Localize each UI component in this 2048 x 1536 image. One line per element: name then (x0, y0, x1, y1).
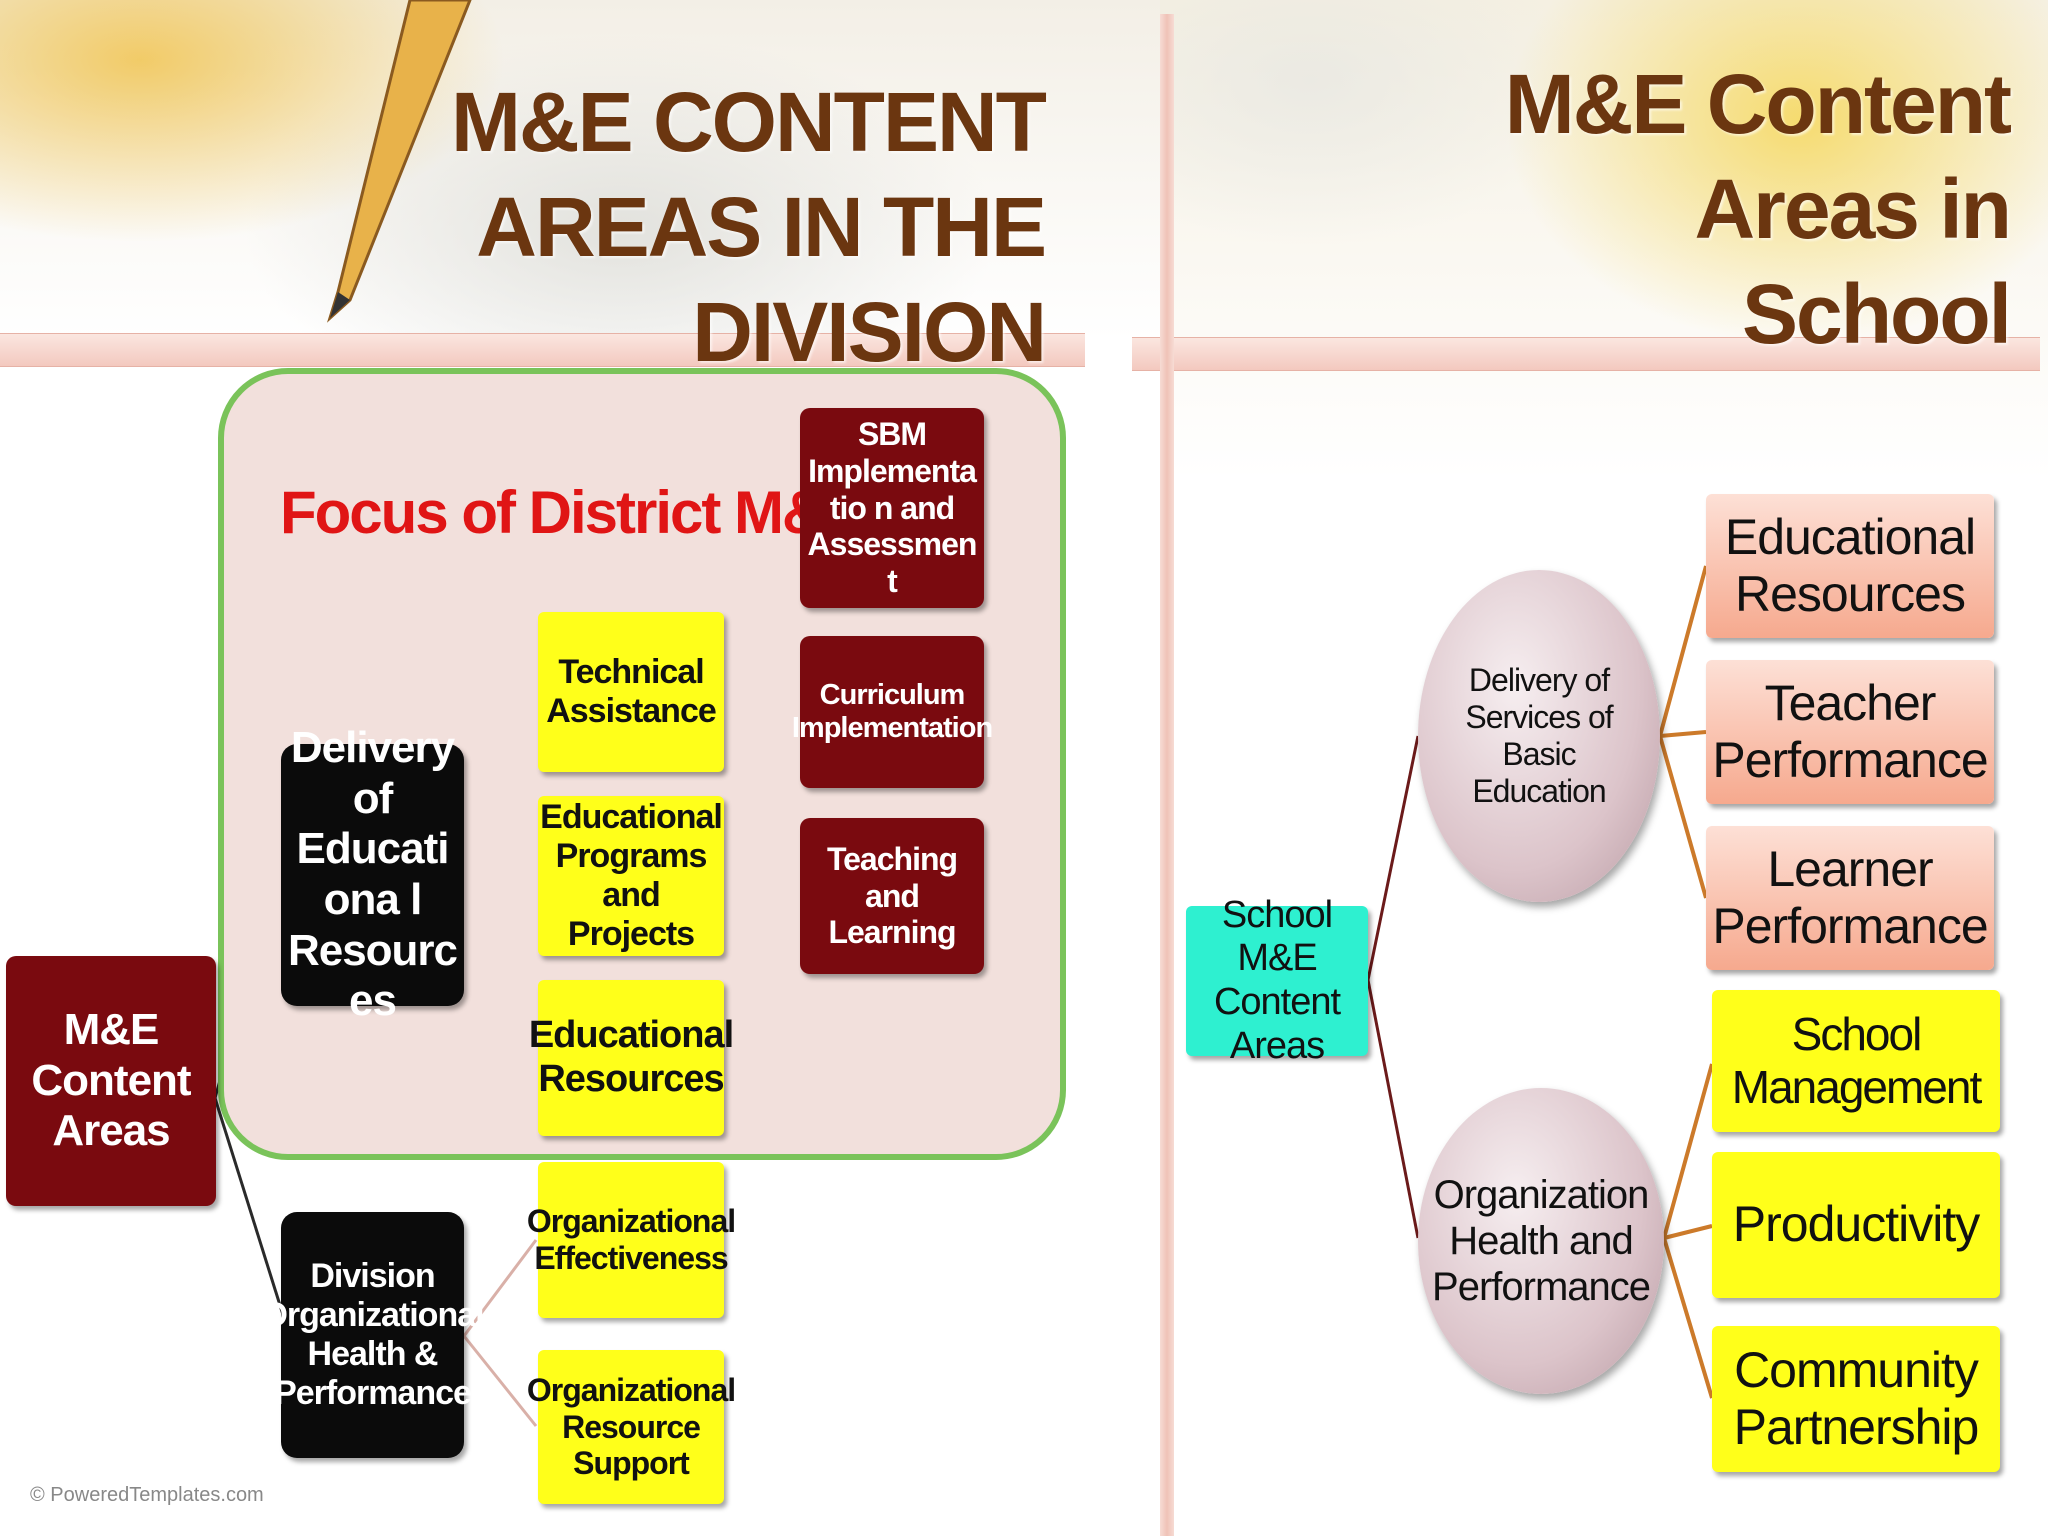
right-header-rule (1132, 337, 2040, 371)
organization-health-node: Organization Health and Performance (1418, 1088, 1664, 1394)
curriculum-implementation-node: Curriculum Implementation (792, 636, 993, 788)
left-header-background (0, 0, 1160, 340)
org-resource-support-node: Organizational Resource Support (527, 1350, 736, 1504)
pencil-icon (326, 0, 472, 323)
school-management-node: School Management (1712, 990, 2000, 1132)
delivery-basic-education-node: Delivery of Services of Basic Education (1418, 570, 1660, 902)
left-header-rule (0, 333, 1085, 367)
learner-performance-node: Learner Performance (1706, 826, 1994, 970)
division-org-health-node: Division Organizational Health & Perform… (261, 1212, 485, 1458)
connector-org-community (1662, 1237, 1714, 1399)
school-educational-resources-node: Educational Resources (1706, 494, 1994, 638)
educational-resources-node: Educational Resources (529, 980, 734, 1136)
connector-delivery-eduresources (1658, 565, 1708, 737)
connector-school-delivery (1366, 735, 1420, 981)
footer-credit: © PoweredTemplates.com (30, 1484, 264, 1506)
connector-delivery-teacher (1659, 730, 1707, 738)
slide-divider (1160, 14, 1174, 1536)
teaching-learning-node: Teaching and Learning (800, 818, 984, 974)
me-content-areas-node: M&E Content Areas (6, 956, 216, 1206)
connector-delivery-learner (1658, 735, 1708, 899)
connector-root-org (213, 1097, 286, 1319)
connector-org-schoolmgmt (1662, 1063, 1714, 1239)
school-me-content-areas-node: School M&E Content Areas (1186, 894, 1368, 1067)
left-slide-title: M&E CONTENT AREAS IN THE DIVISION (451, 75, 1047, 379)
connector-org-productivity (1663, 1224, 1713, 1240)
org-effectiveness-node: Organizational Effectiveness (527, 1162, 736, 1318)
educational-programs-node: Educational Programs and Projects (538, 796, 724, 956)
delivery-resources-node: Delivery of Educationa l Resources (281, 723, 464, 1025)
teacher-performance-node: Teacher Performance (1706, 660, 1994, 804)
connector-org-effectiveness (462, 1239, 538, 1337)
technical-assistance-node: Technical Assistance (538, 612, 724, 772)
right-header-background (1160, 0, 2048, 480)
community-partnership-node: Community Partnership (1712, 1326, 2000, 1472)
focus-title: Focus of District M&E (280, 479, 863, 546)
connector-school-organization (1366, 979, 1420, 1239)
sbm-implementation-node: SBM Implementatio n and Assessment (800, 408, 984, 608)
connector-org-support (462, 1335, 538, 1427)
productivity-node: Productivity (1712, 1152, 2000, 1298)
right-slide-title: M&E Content Areas in School (1504, 57, 2012, 361)
